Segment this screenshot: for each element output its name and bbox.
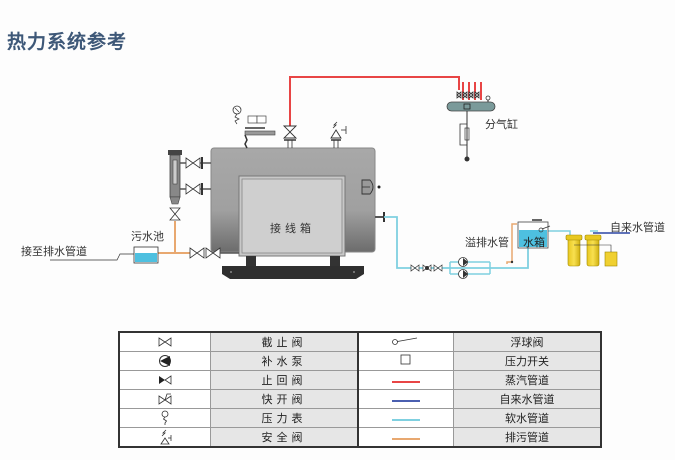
legend-label: 蒸汽管道 (453, 370, 602, 390)
tap-water-pipe-label: 自来水管道 (610, 221, 665, 234)
page-title: 热力系统参考 (7, 31, 128, 53)
sewage-pool (50, 246, 159, 264)
drain-connection-label: 接至排水管道 (21, 245, 87, 258)
globe-valve-icon (118, 331, 211, 352)
legend-label: 快开阀 (210, 389, 359, 409)
quick-open-valve-icon (118, 389, 211, 409)
soft-water-pipe (384, 216, 598, 279)
sewage-pool-label: 污水池 (131, 230, 164, 243)
safety-valve-icon (118, 427, 211, 448)
blowdown-pipe (158, 221, 239, 259)
steam-pipe-line-icon (357, 370, 454, 390)
soft-water-pipe-line-icon (357, 408, 454, 428)
steam-header-label: 分气缸 (485, 118, 518, 131)
overflow-pipe-label: 溢排水管 (465, 236, 509, 249)
legend-label: 浮球阀 (453, 331, 602, 352)
legend-row: 止回阀 蒸汽管道 (118, 370, 602, 390)
water-level-gauge (168, 150, 211, 221)
legend-label: 压力开关 (453, 351, 602, 371)
legend-row: 截止阀 浮球阀 (118, 331, 602, 352)
water-tank (506, 219, 551, 264)
water-softeners (565, 232, 630, 267)
legend-label: 压力表 (210, 408, 359, 428)
legend-label: 止回阀 (210, 370, 359, 390)
thermal-system-diagram (50, 76, 630, 279)
legend-row: 压力表 软水管道 (118, 408, 602, 428)
steam-pipe (289, 76, 482, 126)
pressure-switch-icon (357, 351, 454, 371)
legend-table: 截止阀 浮球阀 补水泵 压力开关 止回阀 蒸汽管道 快开阀 自来水管道 (118, 331, 602, 448)
legend-label: 安全阀 (210, 427, 359, 448)
legend-label: 软水管道 (453, 408, 602, 428)
legend-label: 排污管道 (453, 427, 602, 448)
check-valve-icon (118, 370, 211, 390)
legend-row: 快开阀 自来水管道 (118, 389, 602, 409)
water-tank-label: 水箱 (523, 236, 545, 249)
steam-header (446, 91, 496, 162)
legend-row: 安全阀 排污管道 (118, 427, 602, 448)
legend-label: 截止阀 (210, 331, 359, 352)
legend-row: 补水泵 压力开关 (118, 351, 602, 371)
junction-box-label: 接线箱 (270, 222, 315, 235)
legend-label: 补水泵 (210, 351, 359, 371)
feed-pump-icon (118, 351, 211, 371)
pressure-gauge-icon (118, 408, 211, 428)
tap-water-pipe-line-icon (357, 389, 454, 409)
boiler (210, 105, 385, 279)
legend-label: 自来水管道 (453, 389, 602, 409)
float-valve-icon (357, 331, 454, 352)
blowdown-pipe-line-icon (357, 427, 454, 448)
